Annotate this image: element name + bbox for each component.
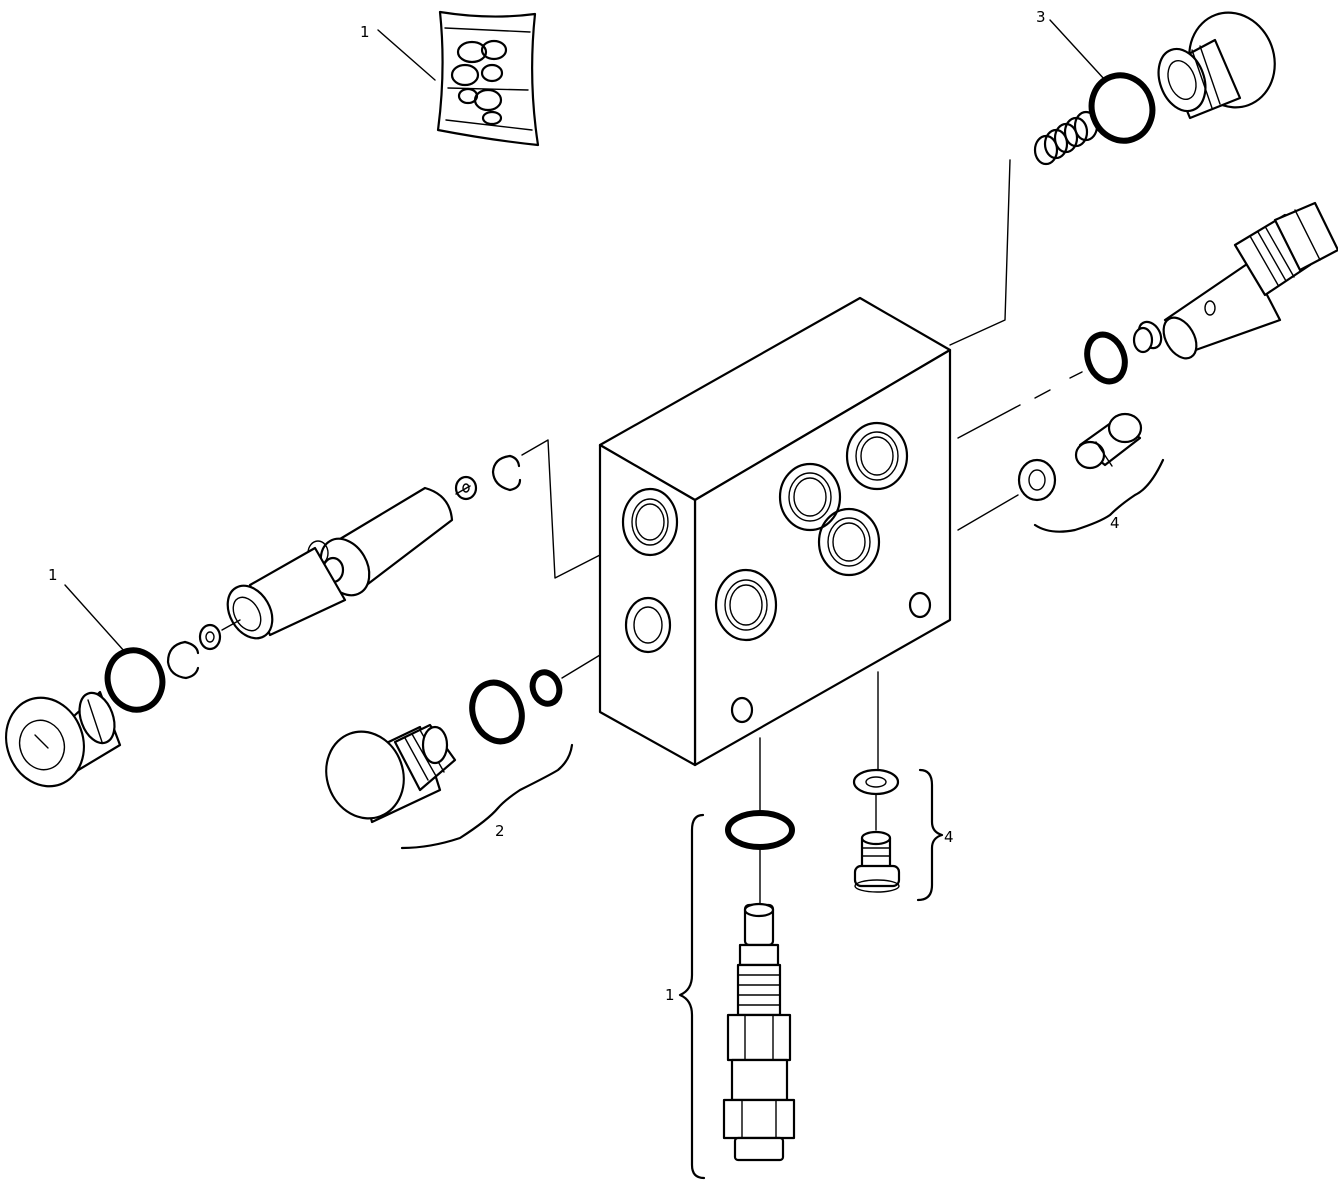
callout-seal-kit: 1 — [360, 23, 370, 41]
front-port-lower — [624, 596, 672, 654]
leader-right-cartridge-2 — [1034, 389, 1051, 399]
snap-ring-left-upper — [491, 454, 522, 492]
leader-right-cartridge-3 — [1069, 371, 1083, 379]
seal-kit-bag — [436, 10, 540, 147]
washer-right — [1017, 458, 1057, 502]
plug-bottom — [853, 830, 901, 893]
front-port-upper — [621, 487, 679, 557]
leader-seal-kit — [377, 29, 436, 81]
relief-valve-left — [325, 723, 457, 824]
plug-top-right — [1157, 11, 1276, 120]
block-port-2 — [845, 421, 909, 491]
leader-orings-top-right — [1049, 19, 1106, 81]
bracket-plugs-bottom — [916, 768, 944, 902]
valve-block — [598, 296, 952, 767]
block-mounting-hole-right — [908, 591, 932, 619]
bracket-valve-left-bottom — [400, 743, 574, 850]
oring-right-cartridge — [1084, 331, 1128, 385]
leader-spool-axis-1 — [455, 485, 471, 495]
oring-lower-left-large — [469, 679, 525, 745]
bracket-valve-bottom — [678, 813, 706, 1180]
oring-lower-left-small — [529, 669, 563, 707]
leader-orings-left — [64, 584, 126, 653]
callout-plugs-bottom: 4 — [944, 828, 954, 846]
spring-top-right — [1033, 110, 1099, 166]
oring-top-right — [1088, 72, 1156, 144]
spool-left — [226, 486, 454, 640]
washer-left — [198, 623, 222, 651]
leader-right-plug — [957, 494, 1019, 531]
leader-left-axis — [221, 619, 241, 631]
plug-left — [5, 690, 122, 788]
callout-orings-top-right: 3 — [1036, 8, 1046, 26]
callout-orings-left: 1 — [48, 566, 58, 584]
cartridge-valve-right — [1132, 201, 1338, 360]
oring-bottom — [725, 810, 795, 850]
block-port-1 — [778, 462, 842, 532]
snap-ring-left — [166, 640, 200, 680]
leader-top-right-to-block — [949, 159, 1011, 346]
bracket-plugs-right — [1033, 458, 1165, 533]
block-port-4 — [714, 568, 778, 642]
plug-right — [1074, 412, 1143, 470]
block-mounting-hole-left — [730, 696, 754, 724]
leader-lower-left-axis — [561, 654, 601, 679]
washer-bottom — [852, 768, 900, 796]
leader-left-spool-to-block — [521, 439, 601, 579]
block-port-3 — [817, 507, 881, 577]
leader-right-cartridge — [957, 404, 1021, 439]
cartridge-valve-bottom — [722, 902, 796, 1162]
callout-plugs-right: 4 — [1110, 514, 1120, 532]
callout-valve-bottom: 1 — [665, 986, 675, 1004]
callout-valve-left-bottom: 2 — [495, 822, 505, 840]
